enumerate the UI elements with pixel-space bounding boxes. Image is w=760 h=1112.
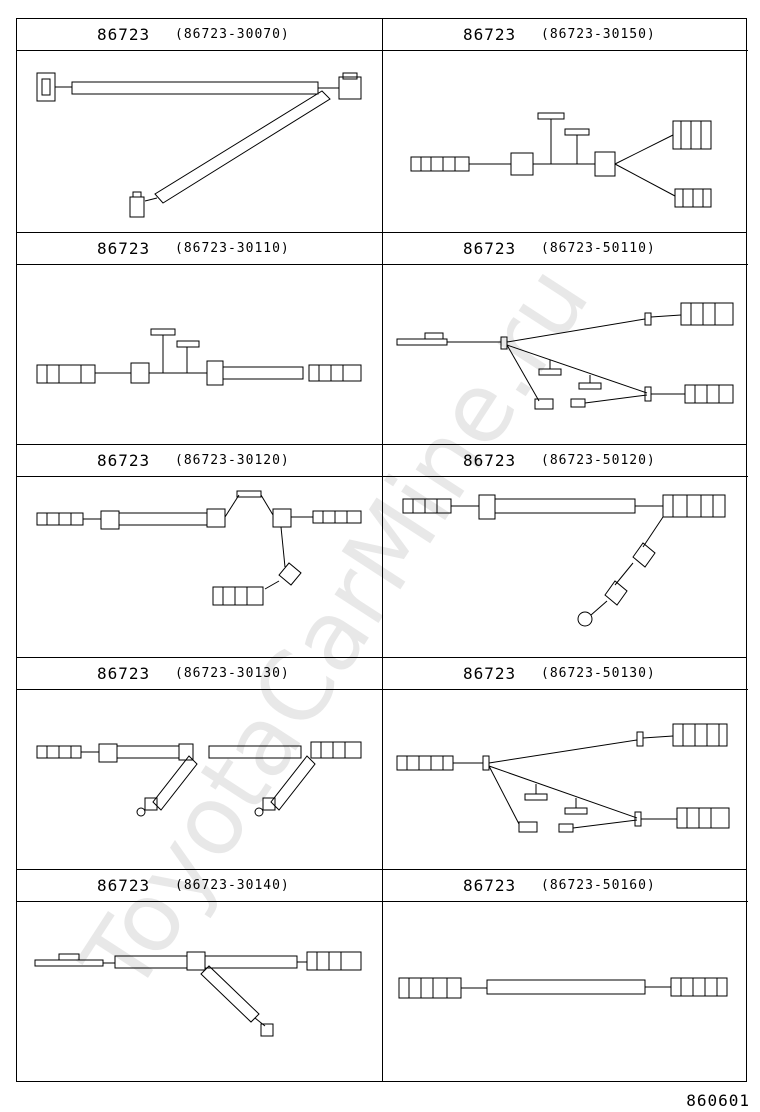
part-cell-30110[interactable]: 86723 (86723-30110) xyxy=(17,233,382,444)
part-number: 86723 xyxy=(97,451,151,470)
harness-drawing xyxy=(383,265,748,444)
part-cell-50120[interactable]: 86723 (86723-50120) xyxy=(383,445,748,657)
part-cell-30120[interactable]: 86723 (86723-30120) xyxy=(17,445,382,657)
part-cell-30070[interactable]: 86723 (86723-30070) xyxy=(17,19,382,232)
part-number: 86723 xyxy=(97,239,151,258)
harness-drawing xyxy=(17,477,382,657)
sub-part-number: (86723-50130) xyxy=(541,666,656,681)
diagram-code: 860601 xyxy=(686,1091,750,1110)
harness-drawing xyxy=(17,265,382,444)
column-divider xyxy=(382,19,383,1081)
sub-part-number: (86723-30110) xyxy=(175,241,290,256)
part-number: 86723 xyxy=(463,25,517,44)
part-number: 86723 xyxy=(463,876,517,895)
harness-drawing xyxy=(383,477,748,657)
harness-drawing xyxy=(383,690,748,869)
sub-part-number: (86723-30150) xyxy=(541,27,656,42)
harness-drawing xyxy=(17,690,382,869)
harness-drawing xyxy=(383,51,748,232)
part-number: 86723 xyxy=(97,876,151,895)
cell-header: 86723 (86723-30110) xyxy=(17,233,382,265)
part-cell-30130[interactable]: 86723 (86723-30130) xyxy=(17,658,382,869)
part-cell-50110[interactable]: 86723 (86723-50110) xyxy=(383,233,748,444)
cell-header: 86723 (86723-50120) xyxy=(383,445,748,477)
cell-header: 86723 (86723-50160) xyxy=(383,870,748,902)
harness-drawing xyxy=(17,902,382,1083)
row-divider xyxy=(17,657,746,658)
cell-header: 86723 (86723-50110) xyxy=(383,233,748,265)
parts-grid: 86723 (86723-30070) 86723 (86723-30150) xyxy=(16,18,748,1083)
sub-part-number: (86723-50110) xyxy=(541,241,656,256)
part-number: 86723 xyxy=(463,451,517,470)
harness-drawing xyxy=(17,51,382,232)
sub-part-number: (86723-30130) xyxy=(175,666,290,681)
part-number: 86723 xyxy=(97,664,151,683)
row-divider xyxy=(17,232,746,233)
part-cell-50130[interactable]: 86723 (86723-50130) xyxy=(383,658,748,869)
part-cell-30140[interactable]: 86723 (86723-30140) xyxy=(17,870,382,1083)
part-number: 86723 xyxy=(97,25,151,44)
cell-header: 86723 (86723-30150) xyxy=(383,19,748,51)
sub-part-number: (86723-50120) xyxy=(541,453,656,468)
part-cell-50160[interactable]: 86723 (86723-50160) xyxy=(383,870,748,1083)
cell-header: 86723 (86723-30140) xyxy=(17,870,382,902)
cell-header: 86723 (86723-30070) xyxy=(17,19,382,51)
part-number: 86723 xyxy=(463,664,517,683)
row-divider xyxy=(17,444,746,445)
sub-part-number: (86723-30140) xyxy=(175,878,290,893)
harness-drawing xyxy=(383,902,748,1083)
sub-part-number: (86723-30070) xyxy=(175,27,290,42)
sub-part-number: (86723-50160) xyxy=(541,878,656,893)
cell-header: 86723 (86723-30130) xyxy=(17,658,382,690)
cell-header: 86723 (86723-30120) xyxy=(17,445,382,477)
cell-header: 86723 (86723-50130) xyxy=(383,658,748,690)
sub-part-number: (86723-30120) xyxy=(175,453,290,468)
part-cell-30150[interactable]: 86723 (86723-30150) xyxy=(383,19,748,232)
row-divider xyxy=(17,869,746,870)
part-number: 86723 xyxy=(463,239,517,258)
